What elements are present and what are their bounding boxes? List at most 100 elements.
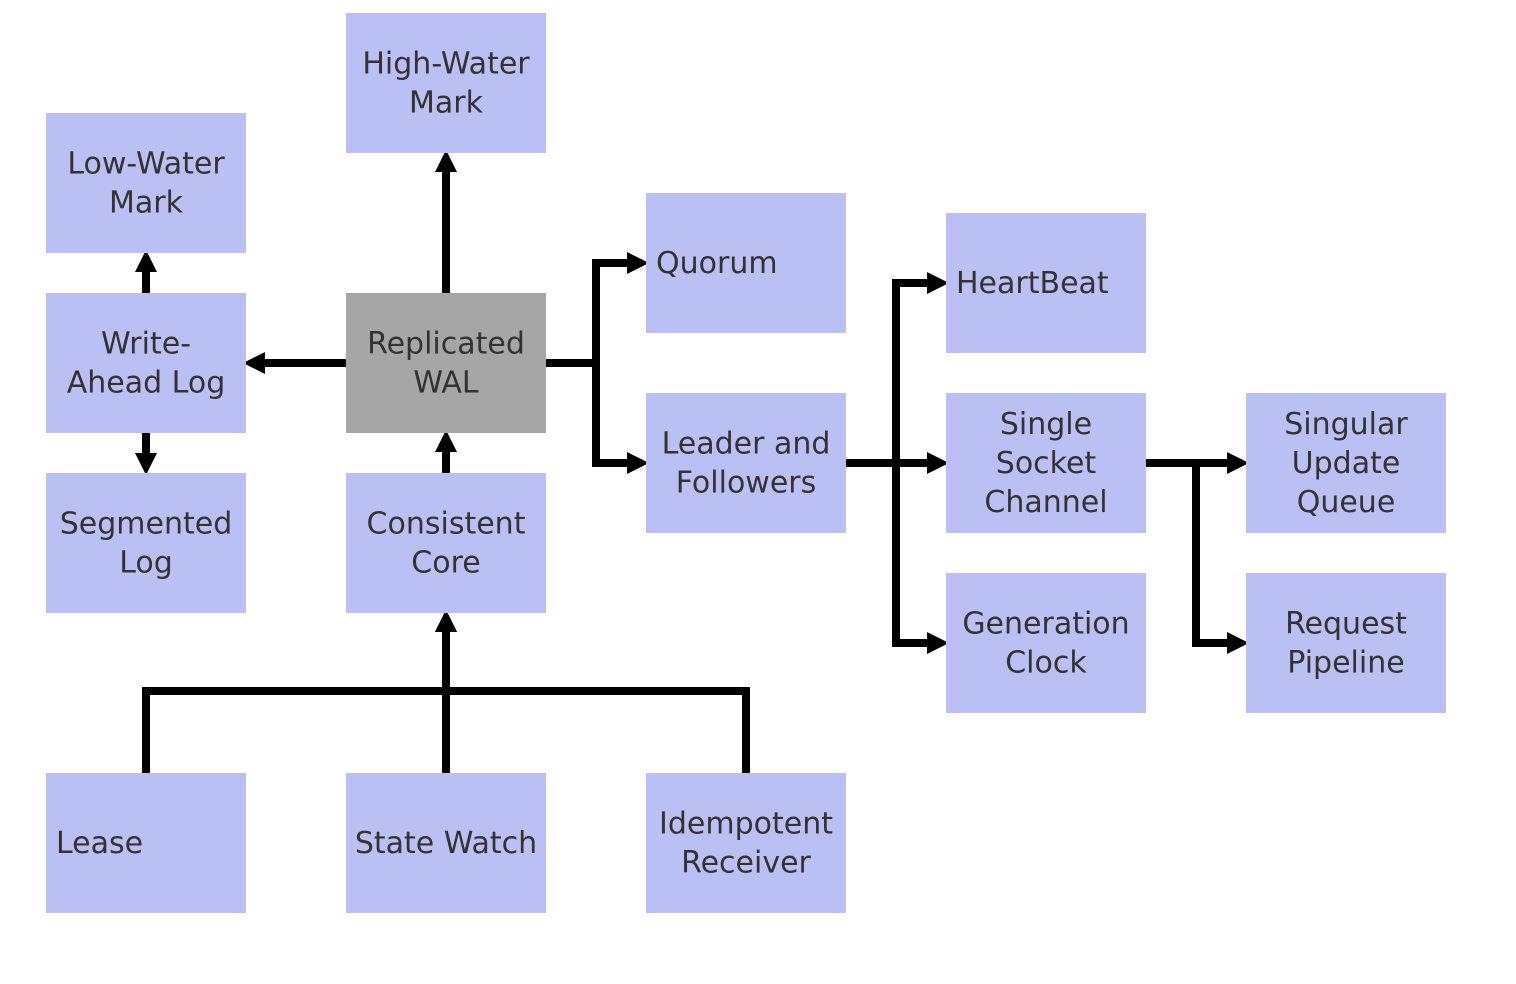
node-label-line: Segmented bbox=[60, 507, 233, 542]
edge-consistent-core-to-replicated-wal bbox=[435, 430, 457, 473]
node-box bbox=[946, 573, 1146, 713]
edges-layer bbox=[135, 150, 1249, 773]
node-label-line: Channel bbox=[984, 485, 1107, 520]
arrowhead-icon bbox=[243, 352, 265, 374]
node-label: Quorum bbox=[656, 246, 778, 281]
node-label-line: Idempotent bbox=[659, 807, 833, 842]
node-label-line: Log bbox=[119, 546, 173, 581]
node-label-line: Replicated bbox=[367, 327, 525, 362]
node-box bbox=[946, 213, 1146, 353]
edge-leader-and-followers-to-heartbeat bbox=[846, 272, 949, 467]
node-label-line: Write- bbox=[101, 327, 191, 362]
node-label-line: Consistent bbox=[367, 507, 526, 542]
node-write-ahead-log: Write- Ahead Log bbox=[46, 293, 246, 433]
node-label-line: Receiver bbox=[681, 846, 811, 881]
node-box bbox=[946, 393, 1146, 533]
node-box bbox=[646, 393, 846, 533]
node-box bbox=[1246, 573, 1446, 713]
node-label-line: Mark bbox=[109, 186, 184, 221]
node-box bbox=[46, 113, 246, 253]
edge-line bbox=[442, 632, 750, 773]
node-box bbox=[46, 473, 246, 613]
node-label: Write- Ahead Log bbox=[67, 327, 226, 401]
edge-leader-and-followers-to-generation-clock bbox=[846, 459, 949, 654]
node-quorum: Quorum bbox=[646, 193, 846, 333]
node-box bbox=[646, 773, 846, 913]
node-label: State Watch bbox=[355, 826, 537, 861]
edge-lease-to-consistent-core bbox=[142, 610, 457, 773]
edge-line bbox=[1146, 459, 1227, 647]
node-label-line: Queue bbox=[1297, 485, 1396, 520]
arrowhead-icon bbox=[627, 452, 649, 474]
edge-line bbox=[546, 259, 627, 367]
arrowhead-icon bbox=[435, 430, 457, 452]
arrowhead-icon bbox=[1227, 632, 1249, 654]
edge-replicated-wal-to-quorum bbox=[546, 252, 649, 367]
node-box bbox=[1246, 393, 1446, 533]
node-label-line: Clock bbox=[1005, 646, 1087, 681]
node-label: Lease bbox=[56, 826, 143, 861]
node-label-line: Quorum bbox=[656, 246, 778, 281]
edge-line bbox=[846, 459, 927, 647]
node-label-line: Mark bbox=[409, 86, 484, 121]
node-label-line: Lease bbox=[56, 826, 143, 861]
node-label-line: Singular bbox=[1284, 407, 1408, 442]
node-heartbeat: HeartBeat bbox=[946, 213, 1146, 353]
node-lease: Lease bbox=[46, 773, 246, 913]
node-label-line: Low-Water bbox=[67, 147, 225, 182]
edge-idempotent-receiver-to-consistent-core bbox=[435, 610, 750, 773]
node-label: HeartBeat bbox=[956, 266, 1109, 301]
node-label-line: Generation bbox=[962, 607, 1129, 642]
node-label-line: Ahead Log bbox=[67, 366, 226, 401]
arrowhead-icon bbox=[927, 632, 949, 654]
node-label-line: High-Water bbox=[362, 47, 530, 82]
edge-line bbox=[546, 359, 627, 467]
arrowhead-icon bbox=[927, 452, 949, 474]
edge-write-ahead-log-to-segmented-log bbox=[135, 433, 157, 475]
node-box bbox=[646, 193, 846, 333]
edge-replicated-wal-to-write-ahead-log bbox=[243, 352, 346, 374]
edge-line bbox=[846, 279, 927, 467]
node-label-line: State Watch bbox=[355, 826, 537, 861]
node-box bbox=[346, 473, 546, 613]
edge-replicated-wal-to-high-water-mark bbox=[435, 150, 457, 293]
edge-line bbox=[142, 632, 450, 773]
arrowhead-icon bbox=[435, 610, 457, 632]
node-box bbox=[346, 293, 546, 433]
node-label-line: Single bbox=[1000, 407, 1092, 442]
node-label-line: Update bbox=[1292, 446, 1401, 481]
node-box bbox=[346, 13, 546, 153]
node-box bbox=[346, 773, 546, 913]
node-label-line: WAL bbox=[413, 366, 479, 401]
arrowhead-icon bbox=[135, 453, 157, 475]
node-label-line: Followers bbox=[676, 466, 817, 501]
node-label-line: HeartBeat bbox=[956, 266, 1109, 301]
node-label-line: Request bbox=[1285, 607, 1407, 642]
node-label-line: Leader and bbox=[662, 427, 831, 462]
edge-write-ahead-log-to-low-water-mark bbox=[135, 250, 157, 293]
edge-single-socket-channel-to-request-pipeline bbox=[1146, 459, 1249, 654]
